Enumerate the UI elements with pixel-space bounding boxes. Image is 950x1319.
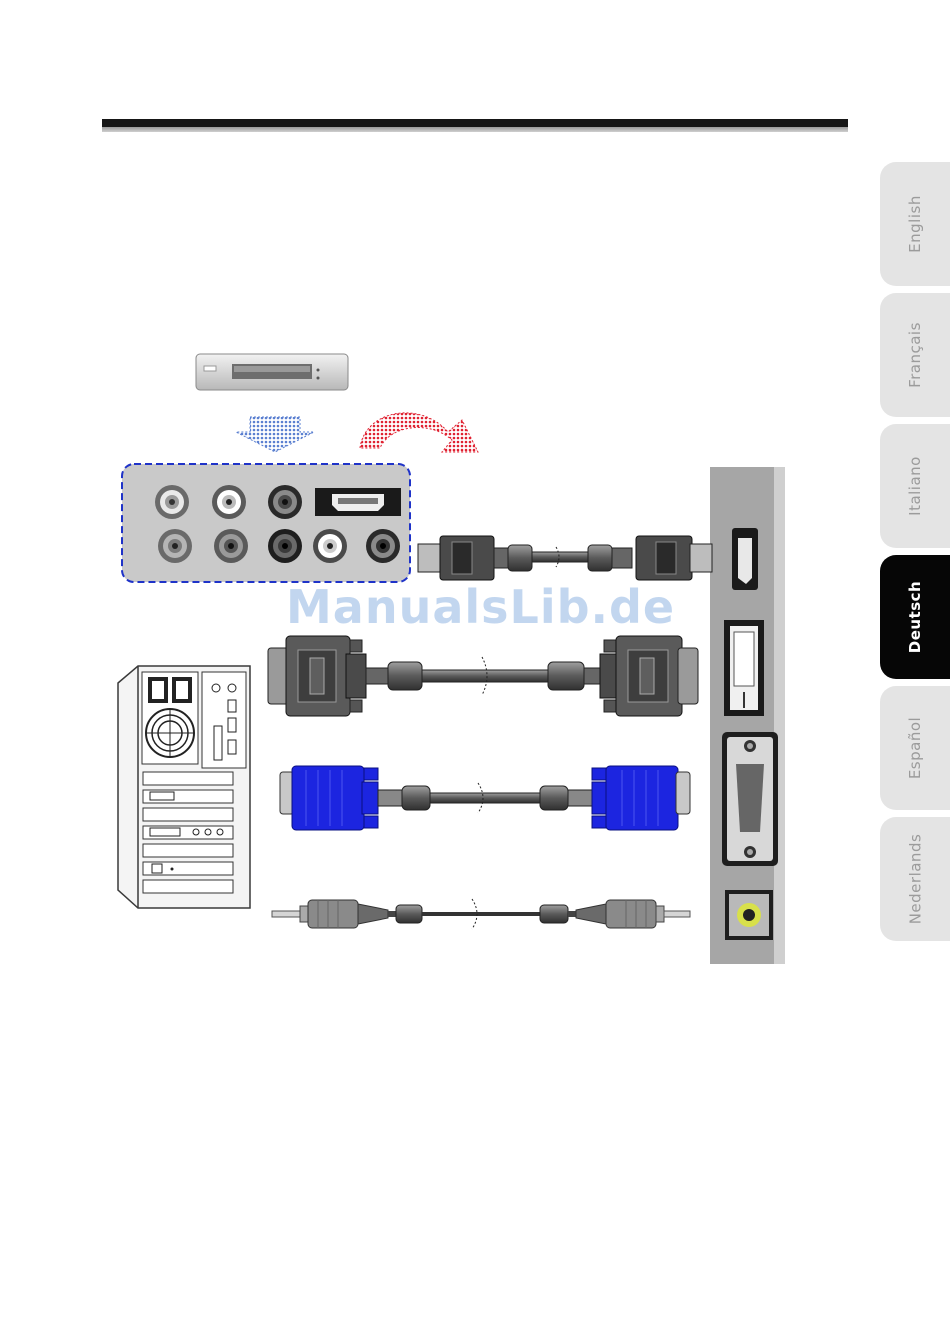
rca-jack-icon (268, 529, 302, 563)
dvd-player-icon (196, 354, 348, 390)
vga-cable (280, 766, 690, 830)
watermark: ManualsLib.de (286, 580, 666, 634)
rca-jack-icon (158, 529, 192, 563)
dvi-cable (268, 636, 698, 716)
hdmi-port-icon (732, 528, 758, 590)
audio-port-icon (725, 890, 773, 940)
connection-diagram (0, 0, 950, 1000)
hdmi-cable (418, 536, 712, 580)
rca-jack-icon (212, 485, 246, 519)
rca-jack-icon (268, 485, 302, 519)
vga-port-icon (722, 732, 778, 866)
arrow-down-icon (236, 417, 314, 452)
rca-jack-icon (313, 529, 347, 563)
hdmi-port-icon (315, 488, 401, 516)
dvi-port-icon (724, 620, 764, 716)
rca-jack-icon (155, 485, 189, 519)
pc-tower-icon (118, 666, 250, 908)
monitor-connector-panel (710, 467, 785, 964)
audio-cable (272, 899, 690, 929)
av-connector-panel (122, 464, 410, 582)
rca-jack-icon (214, 529, 248, 563)
rca-jack-icon (366, 529, 400, 563)
curved-arrow-icon (360, 413, 478, 452)
